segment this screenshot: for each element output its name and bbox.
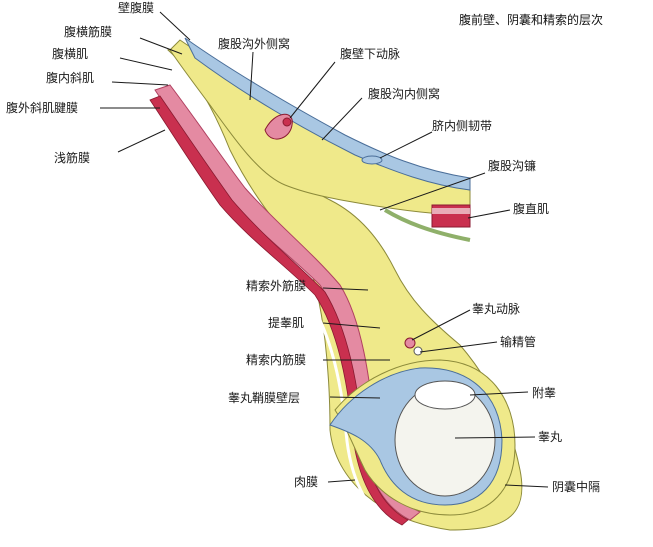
leader-cremaster	[322, 322, 381, 329]
leader-dartos	[327, 479, 356, 483]
label-testicular-artery: 睾丸动脉	[472, 301, 520, 316]
label-cremaster: 提睾肌	[268, 315, 304, 330]
leader-external-spermatic	[322, 287, 369, 291]
leader-lateral-fossa	[249, 51, 254, 101]
label-transversalis-fascia: 腹横筋膜	[64, 24, 112, 39]
leader-medial-fossa	[321, 97, 363, 141]
label-umbilical-fold: 脐内侧韧带	[432, 118, 492, 133]
diagram-title: 腹前壁、阴囊和精索的层次	[459, 12, 603, 27]
umbilical-fold-blob	[361, 155, 383, 165]
label-lateral-fossa: 腹股沟外侧窝	[218, 36, 290, 51]
testicular-artery-vessel	[404, 337, 416, 349]
label-epididymis: 附睾	[532, 385, 556, 400]
leader-rectus	[467, 209, 511, 219]
label-medial-fossa: 腹股沟内侧窝	[368, 86, 440, 101]
leader-epididymis	[469, 391, 529, 396]
leader-transversus	[119, 57, 173, 71]
label-internal-oblique: 腹内斜肌	[46, 71, 94, 85]
rectus-sheath	[432, 208, 470, 214]
label-transversus: 腹横肌	[52, 47, 88, 61]
label-external-oblique: 腹外斜肌腱膜	[6, 101, 78, 115]
leader-umbilical-fold	[379, 131, 433, 159]
leader-testis	[454, 436, 536, 439]
label-ductus: 输精管	[500, 334, 536, 349]
leader-tunica	[329, 396, 381, 399]
label-superficial-fascia: 浅筋膜	[54, 150, 90, 165]
label-inguinal-falx: 腹股沟镰	[488, 158, 536, 173]
epididymis-head	[414, 380, 476, 410]
leader-epigastric-artery	[289, 61, 336, 119]
label-external-spermatic: 精索外筋膜	[246, 278, 306, 293]
label-internal-spermatic: 精索内筋膜	[246, 352, 306, 367]
ductus-deferens-vessel	[413, 346, 423, 356]
fascia-white-line	[146, 107, 397, 530]
leader-testicular-artery	[411, 309, 471, 341]
label-dartos: 肉膜	[294, 475, 318, 489]
leader-peritoneum	[159, 11, 191, 41]
label-testis: 睾丸	[538, 429, 562, 444]
internal-oblique-layer	[149, 95, 409, 526]
leader-superficial-fascia	[117, 129, 166, 153]
leader-internal-oblique	[111, 81, 169, 86]
label-epigastric-artery: 腹壁下动脉	[340, 46, 400, 61]
leader-septum	[504, 484, 549, 488]
leader-inguinal-falx	[379, 172, 486, 211]
label-septum: 阴囊中隔	[552, 479, 600, 494]
leader-transversalis-fascia	[139, 37, 183, 55]
label-peritoneum: 壁腹膜	[118, 0, 154, 15]
inguinal-falx-line	[383, 208, 471, 242]
epigastric-vessel	[282, 117, 292, 127]
label-tunica: 睾丸鞘膜壁层	[228, 390, 300, 405]
leader-ductus	[419, 341, 498, 353]
label-rectus: 腹直肌	[513, 202, 549, 216]
